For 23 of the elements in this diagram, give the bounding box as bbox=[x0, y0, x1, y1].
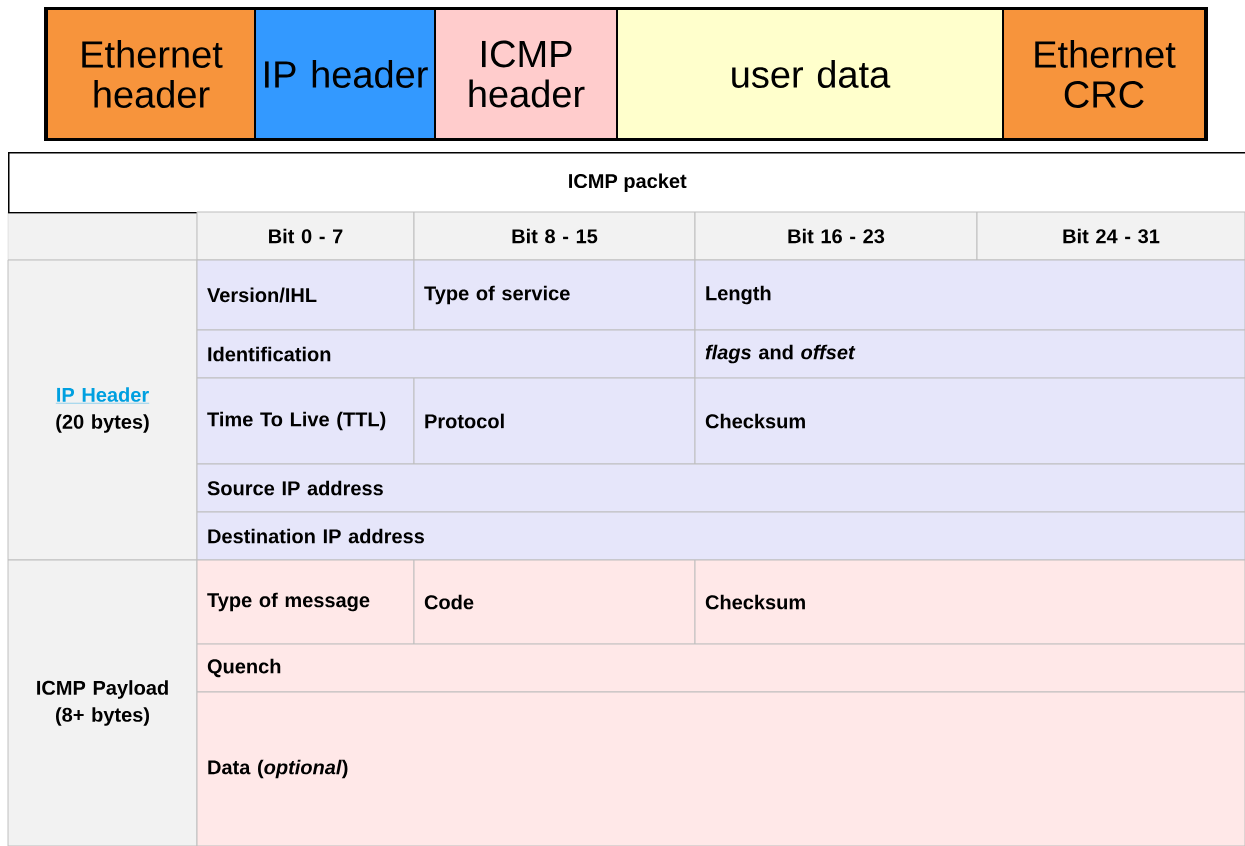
field-cell: Checksum bbox=[694, 559, 1245, 645]
field-cell: Checksum bbox=[694, 377, 1245, 465]
field-cell: Version/IHL bbox=[196, 259, 415, 331]
field-cell: Code bbox=[413, 559, 696, 645]
header-segment: IP header bbox=[256, 10, 434, 138]
header-segment: Ethernet header bbox=[48, 10, 254, 138]
field-cell: Identification bbox=[196, 329, 696, 379]
column-header: Bit 16 - 23 bbox=[694, 211, 978, 261]
field-cell: flags and offset bbox=[694, 329, 1245, 379]
header-segment: user data bbox=[618, 10, 1002, 138]
title-bar: ICMP packet bbox=[8, 152, 1245, 214]
header-segment: Ethernet CRC bbox=[1004, 10, 1204, 138]
column-header: Bit 8 - 15 bbox=[413, 211, 696, 261]
field-cell: Type of message bbox=[196, 559, 415, 645]
field-cell: Protocol bbox=[413, 377, 696, 465]
field-cell: Type of service bbox=[413, 259, 696, 331]
field-cell: Length bbox=[694, 259, 1245, 331]
header-segment: ICMP header bbox=[436, 10, 616, 138]
field-cell: Destination IP address bbox=[196, 511, 1245, 561]
row-header: ICMP Payload (8+ bytes) bbox=[7, 559, 198, 846]
field-cell: Time To Live (TTL) bbox=[196, 377, 415, 465]
column-header: Bit 24 - 31 bbox=[976, 211, 1245, 261]
column-header: Bit 0 - 7 bbox=[196, 211, 415, 261]
